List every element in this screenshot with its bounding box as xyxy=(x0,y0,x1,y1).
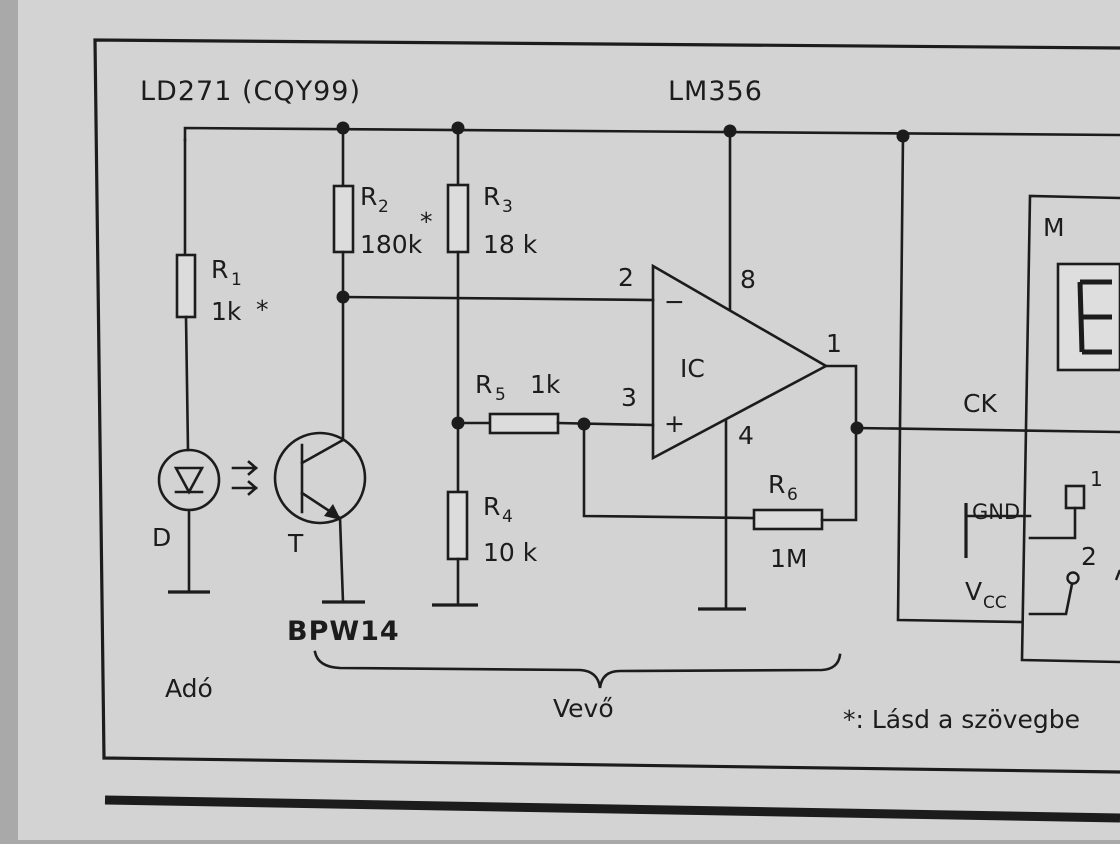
r5-value: 1k xyxy=(530,370,561,399)
resistor-r5 xyxy=(488,412,560,435)
paper-background xyxy=(18,0,1120,840)
vcc-subscript: CC xyxy=(983,593,1007,613)
resistor-r3 xyxy=(446,183,470,254)
wire-emitter-ground xyxy=(338,516,345,604)
module-m-box xyxy=(1020,194,1120,664)
r6-subscript: 6 xyxy=(787,485,798,505)
r2-subscript: 2 xyxy=(378,197,389,217)
r4-name: R xyxy=(483,492,500,521)
supply-rail xyxy=(183,126,1120,142)
module-label: M xyxy=(1043,213,1065,242)
wire-output xyxy=(824,364,858,429)
wire-switch1 xyxy=(1028,506,1077,540)
vcc-label: V xyxy=(965,577,982,606)
resistor-r6 xyxy=(752,508,824,531)
resistor-r1 xyxy=(175,253,197,319)
opamp-ic xyxy=(651,263,829,461)
seven-segment-digit xyxy=(1077,279,1112,355)
phototransistor-part-label: BPW14 xyxy=(287,616,400,647)
switch-2-contact xyxy=(1114,569,1120,581)
page-rule xyxy=(104,795,1120,823)
r1-asterisk: * xyxy=(256,295,269,324)
transmitter-label: Adó xyxy=(165,674,213,703)
wire-module-supply xyxy=(896,134,1024,624)
receiver-brace xyxy=(313,650,842,689)
receiver-label: Vevő xyxy=(553,694,614,723)
switch-2-label: 2 xyxy=(1081,542,1097,571)
r5-name: R xyxy=(475,370,492,399)
r1-value: 1k xyxy=(211,297,242,326)
r4-value: 10 k xyxy=(483,538,538,567)
diagram-frame xyxy=(93,38,1120,774)
gnd-label: GND xyxy=(972,500,1020,524)
r5-subscript: 5 xyxy=(495,385,506,405)
wire-noninverting-input xyxy=(556,421,655,427)
r1-name: R xyxy=(211,255,228,284)
phototransistor-t xyxy=(273,431,367,525)
r3-value: 18 k xyxy=(483,230,538,259)
wire-inverting-input xyxy=(341,295,655,302)
pin-4-label: 4 xyxy=(738,421,754,450)
resistor-r2 xyxy=(332,184,355,254)
ck-label: CK xyxy=(963,389,997,418)
r4-subscript: 4 xyxy=(502,507,513,527)
footnote: *: Lásd a szövegbe xyxy=(843,705,1080,734)
wire-switch2 xyxy=(1028,582,1074,616)
pin-2-label: 2 xyxy=(618,263,634,292)
wire-feedback xyxy=(582,422,756,520)
pin-8-label: 8 xyxy=(740,265,756,294)
resistor-r4 xyxy=(446,490,469,561)
switch-1-label: 1 xyxy=(1090,467,1103,491)
diode-label: D xyxy=(152,523,171,552)
wire-feedback-output xyxy=(820,425,858,522)
wire-r1-led xyxy=(184,315,190,452)
r3-name: R xyxy=(483,182,500,211)
led-part-label: LD271 (CQY99) xyxy=(140,76,361,107)
r6-value: 1M xyxy=(770,544,807,573)
ic-label: IC xyxy=(680,354,705,383)
r1-subscript: 1 xyxy=(231,270,242,290)
transistor-label: T xyxy=(287,529,304,558)
r2-asterisk: * xyxy=(420,207,433,236)
r2-name: R xyxy=(360,182,377,211)
inverting-sign: − xyxy=(664,287,685,316)
opamp-part-label: LM356 xyxy=(668,76,763,107)
r6-name: R xyxy=(768,470,785,499)
pin-1-label: 1 xyxy=(826,329,842,358)
pin-3-label: 3 xyxy=(621,383,637,412)
noninverting-sign: + xyxy=(664,409,685,438)
r3-subscript: 3 xyxy=(502,197,513,217)
r2-value: 180k xyxy=(360,230,423,259)
